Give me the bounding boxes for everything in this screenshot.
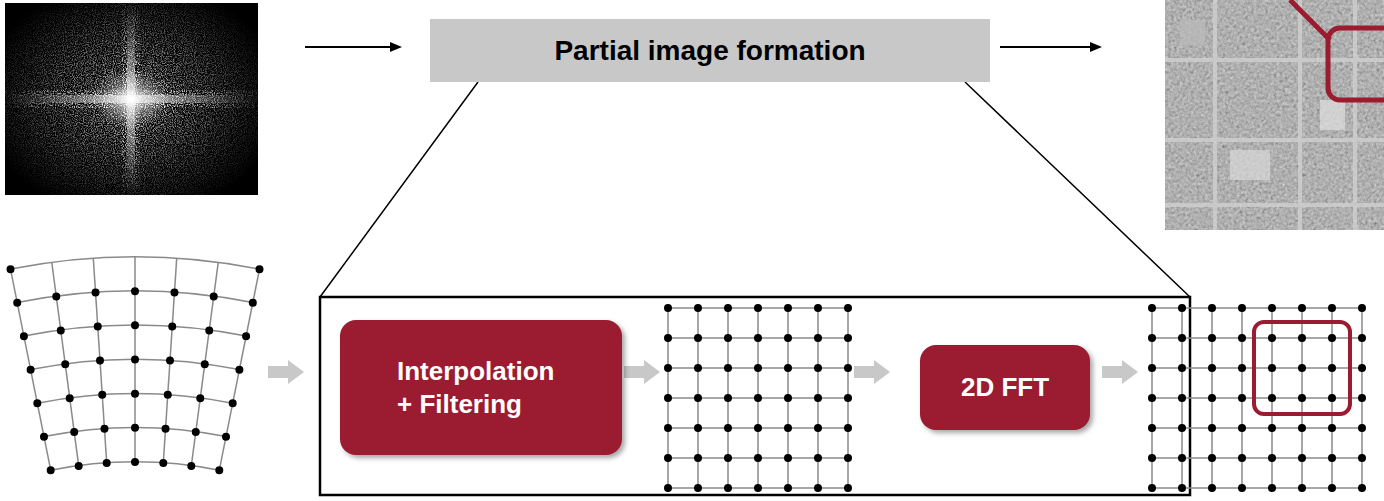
region-highlight	[1254, 322, 1350, 414]
box-label: 2D FFT	[961, 371, 1049, 404]
process-box: Interpolation + Filtering	[340, 320, 622, 455]
box-label: Partial image formation	[554, 33, 865, 68]
flow-arrow	[1000, 42, 1102, 52]
polar-grid	[11, 257, 260, 470]
spectrum-image	[5, 3, 258, 195]
process-box: Partial image formation	[430, 19, 990, 82]
flow-arrow	[305, 42, 402, 52]
aerial-image	[1165, 0, 1384, 230]
zoom-line	[320, 82, 1190, 297]
process-box: 2D FFT	[920, 345, 1090, 430]
detail-frame	[320, 297, 1190, 495]
cartesian-grid	[668, 308, 848, 489]
box-label: Interpolation + Filtering	[397, 355, 565, 420]
cartesian-grid	[1152, 308, 1362, 489]
